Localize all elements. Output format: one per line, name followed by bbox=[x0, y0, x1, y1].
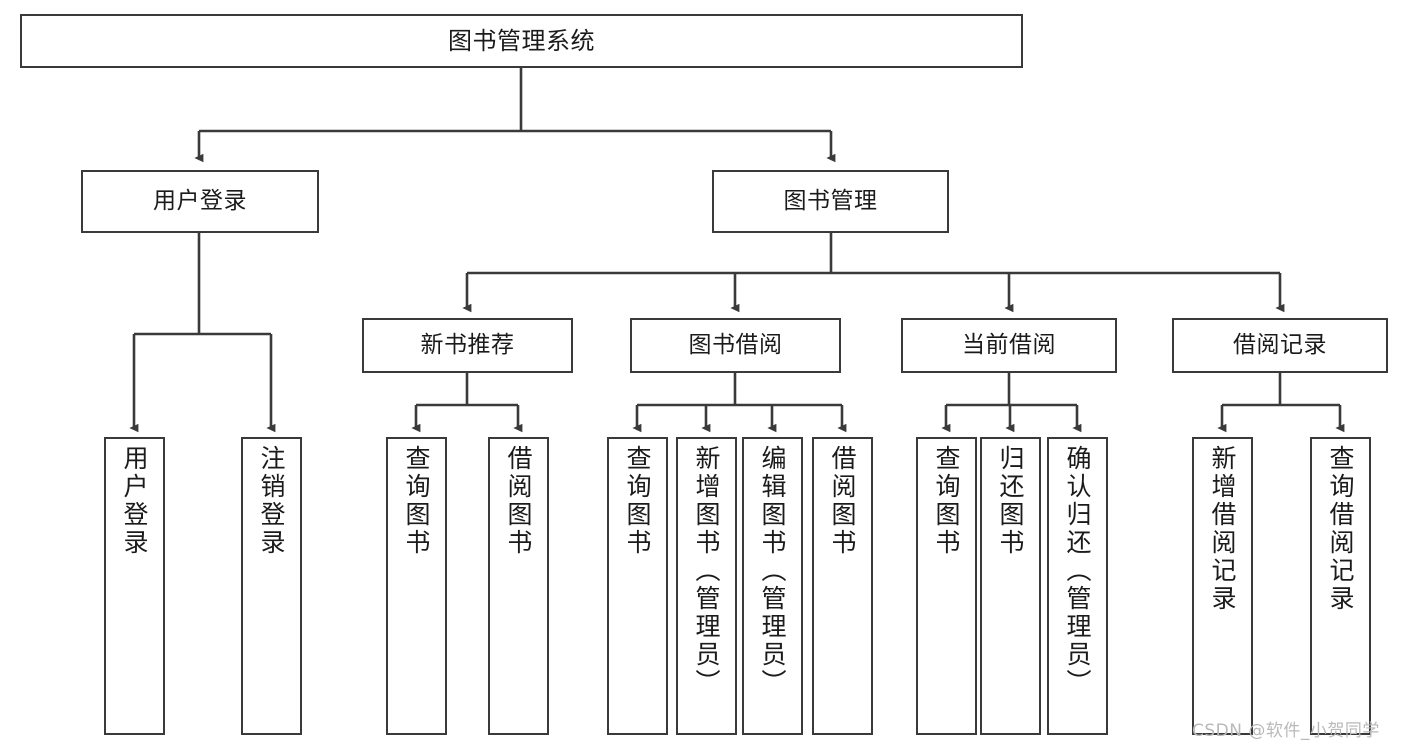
node-label: 归还图书 bbox=[996, 445, 1025, 557]
node-label: 图书管理系统 bbox=[448, 26, 595, 55]
node-book-borrow[interactable]: 图书借阅 bbox=[630, 318, 841, 373]
node-label: 查询图书 bbox=[932, 445, 961, 557]
node-label: 用户登录 bbox=[153, 187, 247, 214]
node-label: 当前借阅 bbox=[962, 331, 1056, 358]
node-label: 查询图书 bbox=[402, 445, 431, 557]
node-label: 新增借阅记录 bbox=[1208, 445, 1237, 613]
csdn-watermark: CSDN @软件_小贺同学 bbox=[1192, 721, 1380, 741]
node-label: 借阅图书 bbox=[828, 445, 857, 557]
leaf-user-login-signout[interactable]: 注销登录 bbox=[241, 437, 302, 735]
node-label: 查询图书 bbox=[623, 445, 652, 557]
node-label: 新书推荐 bbox=[420, 331, 515, 358]
node-book-management[interactable]: 图书管理 bbox=[712, 170, 949, 233]
node-label: 借阅记录 bbox=[1233, 331, 1327, 358]
node-label: 新增图书（管理员） bbox=[692, 445, 721, 697]
node-label: 借阅图书 bbox=[504, 445, 533, 557]
leaf-book-borrow-edit[interactable]: 编辑图书（管理员） bbox=[742, 437, 803, 735]
leaf-book-borrow-lend[interactable]: 借阅图书 bbox=[812, 437, 873, 735]
node-label: 注销登录 bbox=[257, 445, 286, 557]
node-label: 确认归还（管理员） bbox=[1063, 445, 1092, 697]
leaf-current-borrow-query[interactable]: 查询图书 bbox=[916, 437, 977, 735]
node-label: 编辑图书（管理员） bbox=[758, 445, 787, 697]
leaf-new-book-query[interactable]: 查询图书 bbox=[386, 437, 447, 735]
leaf-current-borrow-confirm-return[interactable]: 确认归还（管理员） bbox=[1047, 437, 1108, 735]
leaf-new-book-borrow[interactable]: 借阅图书 bbox=[488, 437, 549, 735]
node-root-book-management-system[interactable]: 图书管理系统 bbox=[20, 14, 1023, 68]
leaf-user-login-signin[interactable]: 用户登录 bbox=[104, 437, 165, 735]
leaf-borrow-record-query[interactable]: 查询借阅记录 bbox=[1310, 437, 1371, 735]
node-label: 用户登录 bbox=[120, 445, 149, 557]
leaf-borrow-record-add[interactable]: 新增借阅记录 bbox=[1192, 437, 1253, 735]
node-current-borrow[interactable]: 当前借阅 bbox=[901, 318, 1117, 373]
node-label: 图书借阅 bbox=[688, 331, 783, 358]
node-label: 查询借阅记录 bbox=[1326, 445, 1355, 613]
node-label: 图书管理 bbox=[783, 187, 878, 214]
node-user-login[interactable]: 用户登录 bbox=[81, 170, 319, 233]
leaf-book-borrow-query[interactable]: 查询图书 bbox=[607, 437, 668, 735]
node-new-book-recommend[interactable]: 新书推荐 bbox=[362, 318, 573, 373]
leaf-book-borrow-add[interactable]: 新增图书（管理员） bbox=[676, 437, 737, 735]
node-borrow-record[interactable]: 借阅记录 bbox=[1172, 318, 1388, 373]
leaf-current-borrow-return[interactable]: 归还图书 bbox=[980, 437, 1041, 735]
